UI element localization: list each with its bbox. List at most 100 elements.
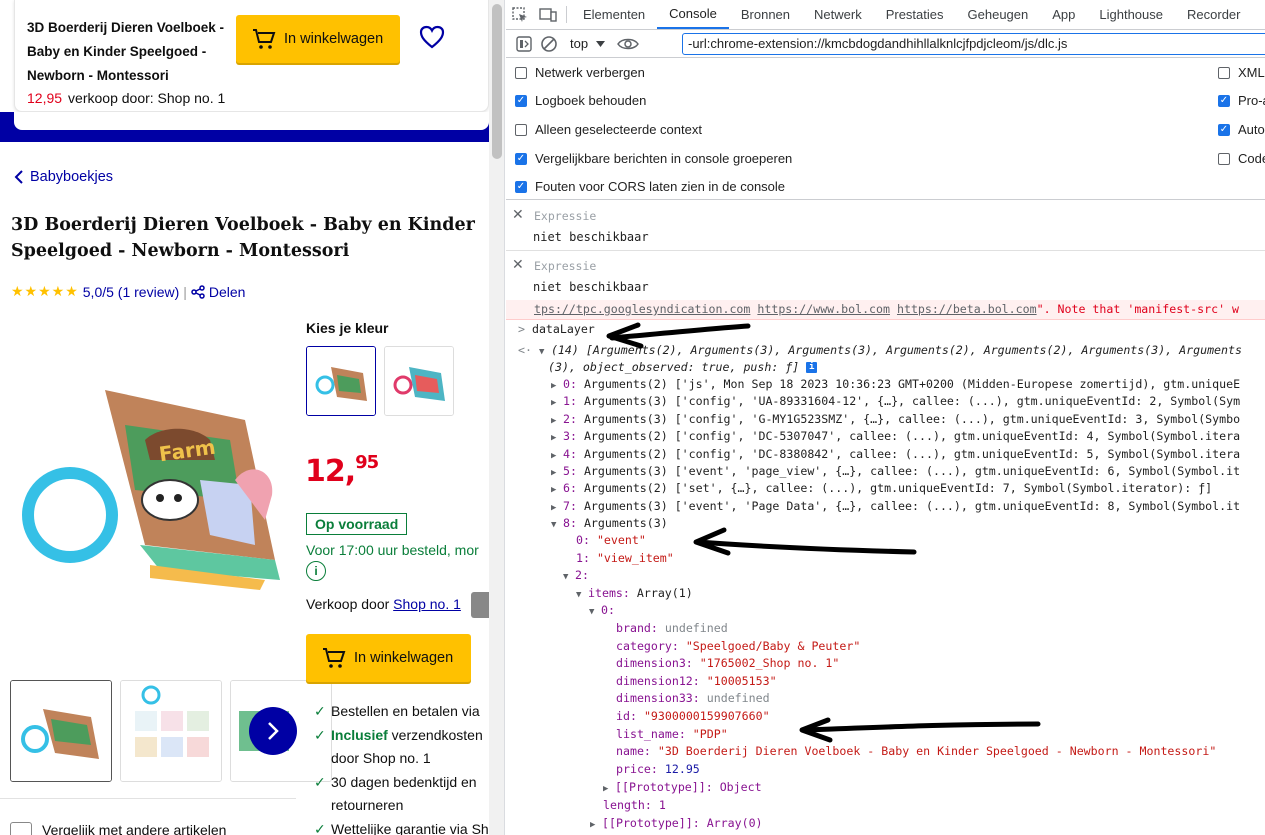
sticky-add-to-cart-button[interactable]: In winkelwagen [236, 15, 400, 63]
item-field: list_name: "PDP" [616, 726, 728, 744]
live-expression-2: ✕ Expressie niet beschikbaar [506, 251, 1265, 301]
scrollbar-thumb[interactable] [492, 4, 502, 159]
setting-row[interactable]: ✓Vergelijkbare berichten in console groe… [515, 151, 792, 166]
tab-netwerk[interactable]: Netwerk [814, 7, 862, 22]
sticky-product-title: 3D Boerderij Dieren Voelboek - Baby en K… [27, 20, 225, 83]
console-filter-input[interactable]: -url:chrome-extension://kmcbdogdandhihll… [682, 33, 1265, 55]
setting-row[interactable]: ✓Pro-a [1218, 93, 1265, 108]
product-main-image[interactable]: Farm [10, 330, 300, 660]
info-icon[interactable]: i [806, 362, 818, 373]
setting-row[interactable]: Code [1218, 151, 1265, 166]
sticky-buy-bar: 3D Boerderij Dieren Voelboek - Baby en K… [14, 0, 489, 112]
checkbox[interactable]: ✓ [515, 94, 527, 107]
page-scrollbar[interactable] [489, 0, 505, 835]
expand-triangle-icon: ▶ [551, 468, 557, 478]
expression-value: niet beschikbaar [533, 280, 649, 294]
color-swatch-1[interactable] [306, 346, 376, 416]
error-url-3[interactable]: https://beta.bol.com [896, 302, 1037, 316]
product-price: 12,95 [305, 452, 379, 489]
tab-prestaties[interactable]: Prestaties [885, 7, 944, 22]
sidebar-toggle-icon[interactable] [516, 35, 532, 52]
eye-icon[interactable] [617, 37, 639, 51]
proto-object-row[interactable]: ▶[[Prototype]]: Object [603, 779, 762, 799]
setting-row[interactable]: XML [1218, 65, 1265, 80]
clear-console-icon[interactable] [540, 35, 558, 53]
checkbox[interactable] [1218, 152, 1230, 165]
heart-icon[interactable] [419, 25, 445, 49]
checkbox[interactable]: ✓ [515, 180, 527, 193]
expression-label[interactable]: Expressie [534, 209, 597, 223]
entry-index: 2: [563, 411, 577, 426]
error-url-2[interactable]: https://www.bol.com [757, 302, 890, 316]
proto-object: [[Prototype]]: Object [615, 780, 762, 794]
checkbox[interactable]: ✓ [1218, 94, 1230, 107]
share-link[interactable]: Delen [208, 283, 246, 300]
expand-triangle-icon: ▼ [551, 520, 557, 530]
next-image-button[interactable] [249, 707, 297, 755]
rating-text[interactable]: 5,0/5 (1 review) [82, 283, 180, 300]
array-entry[interactable]: ▶6: Arguments(2) ['set', {…}, callee: (.… [551, 480, 1212, 500]
proto-array: [[Prototype]]: Array(0) [602, 816, 763, 830]
compare-checkbox[interactable] [10, 822, 32, 835]
checkbox[interactable] [515, 66, 527, 79]
checkbox[interactable] [1218, 66, 1230, 79]
entry-preview: ['config', 'DC-5307047', callee: (...), … [667, 429, 1241, 444]
array-entry[interactable]: ▶7: Arguments(3) ['event', 'Page Data', … [551, 498, 1240, 518]
array-entry[interactable]: ▶5: Arguments(3) ['event', 'page_view', … [551, 463, 1240, 483]
array-entry[interactable]: ▶0: Arguments(2) ['js', Mon Sep 18 2023 … [551, 376, 1240, 396]
result-header[interactable]: <· ▼(14) [Arguments(2), Arguments(3), Ar… [518, 342, 1242, 362]
array-entry[interactable]: ▶2: Arguments(3) ['config', 'G-MY1G523SM… [551, 411, 1240, 431]
checkbox[interactable]: ✓ [515, 152, 527, 165]
setting-row[interactable]: Netwerk verbergen [515, 65, 645, 80]
inspect-icon[interactable] [506, 0, 534, 29]
add-to-cart-button[interactable]: In winkelwagen [306, 634, 471, 682]
setting-row[interactable]: ✓Auto [1218, 122, 1265, 137]
rating-row[interactable]: ★★★★★ 5,0/5 (1 review) | Delen [11, 283, 245, 300]
array-entry[interactable]: ▶1: Arguments(3) ['config', 'UA-89331604… [551, 393, 1240, 413]
tab-bronnen[interactable]: Bronnen [740, 7, 791, 22]
entry-expanded[interactable]: ▼8: Arguments(3) [551, 515, 668, 535]
color-swatch-2[interactable] [384, 346, 454, 416]
thumbnail-2[interactable] [120, 680, 222, 782]
usp-item: Wettelijke garantie via Sh [314, 818, 489, 835]
usp-text: Bestellen en betalen via [331, 703, 480, 719]
expand-triangle-icon: ▶ [551, 433, 557, 444]
info-icon[interactable]: i [306, 561, 326, 581]
setting-row[interactable]: ✓Logboek behouden [515, 93, 646, 108]
checkbox[interactable]: ✓ [1218, 123, 1230, 136]
array-entry[interactable]: ▶3: Arguments(2) ['config', 'DC-5307047'… [551, 428, 1240, 448]
compare-row[interactable]: Vergelijk met andere artikelen [10, 822, 226, 835]
breadcrumb[interactable]: Babyboekjes [14, 169, 113, 185]
field-value: "1765002_Shop no. 1" [699, 656, 840, 671]
tab-elementen[interactable]: Elementen [583, 7, 646, 22]
items-row[interactable]: ▼items: Array(1) [576, 585, 693, 605]
field-key: dimension33: [616, 691, 700, 706]
close-icon[interactable]: ✕ [512, 207, 524, 223]
entry-value-2[interactable]: ▼2: [563, 567, 589, 587]
tab-console[interactable]: Console [657, 0, 729, 29]
error-url-1[interactable]: tps://tpc.googlesyndication.com [534, 302, 751, 316]
expression-label[interactable]: Expressie [534, 259, 597, 273]
tab-lighthouse[interactable]: Lighthouse [1099, 7, 1164, 22]
close-icon[interactable]: ✕ [512, 257, 524, 273]
setting-row[interactable]: Alleen geselecteerde context [515, 122, 702, 137]
item-0-row[interactable]: ▼0: [589, 602, 615, 622]
thumbnail-1[interactable] [10, 680, 112, 782]
usp-bold: Inclusief [331, 726, 388, 743]
checkbox[interactable] [515, 123, 527, 136]
product-page: 3D Boerderij Dieren Voelboek - Baby en K… [0, 0, 489, 835]
seller-link[interactable]: Shop no. 1 [393, 596, 461, 612]
array-entry[interactable]: ▶4: Arguments(2) ['config', 'DC-8380842'… [551, 446, 1240, 466]
entry-type: Arguments(3) [583, 498, 668, 513]
usp-item: door Shop no. 1 [314, 747, 489, 771]
device-toolbar-icon[interactable] [534, 0, 562, 29]
tab-app[interactable]: App [1052, 7, 1076, 22]
context-selector[interactable]: top [566, 36, 609, 51]
setting-row[interactable]: ✓Fouten voor CORS laten zien in de conso… [515, 179, 785, 194]
tab-geheugen[interactable]: Geheugen [967, 7, 1029, 22]
devtools-tab-bar: Elementen Console Bronnen Netwerk Prestaties… [506, 0, 1265, 30]
devtools-panel: Elementen Console Bronnen Netwerk Prestaties… [506, 0, 1265, 835]
tab-recorder[interactable]: Recorder [1187, 7, 1241, 22]
proto-array-row[interactable]: ▶[[Prototype]]: Array(0) [590, 815, 763, 835]
array-length: length: 1 [603, 798, 666, 812]
